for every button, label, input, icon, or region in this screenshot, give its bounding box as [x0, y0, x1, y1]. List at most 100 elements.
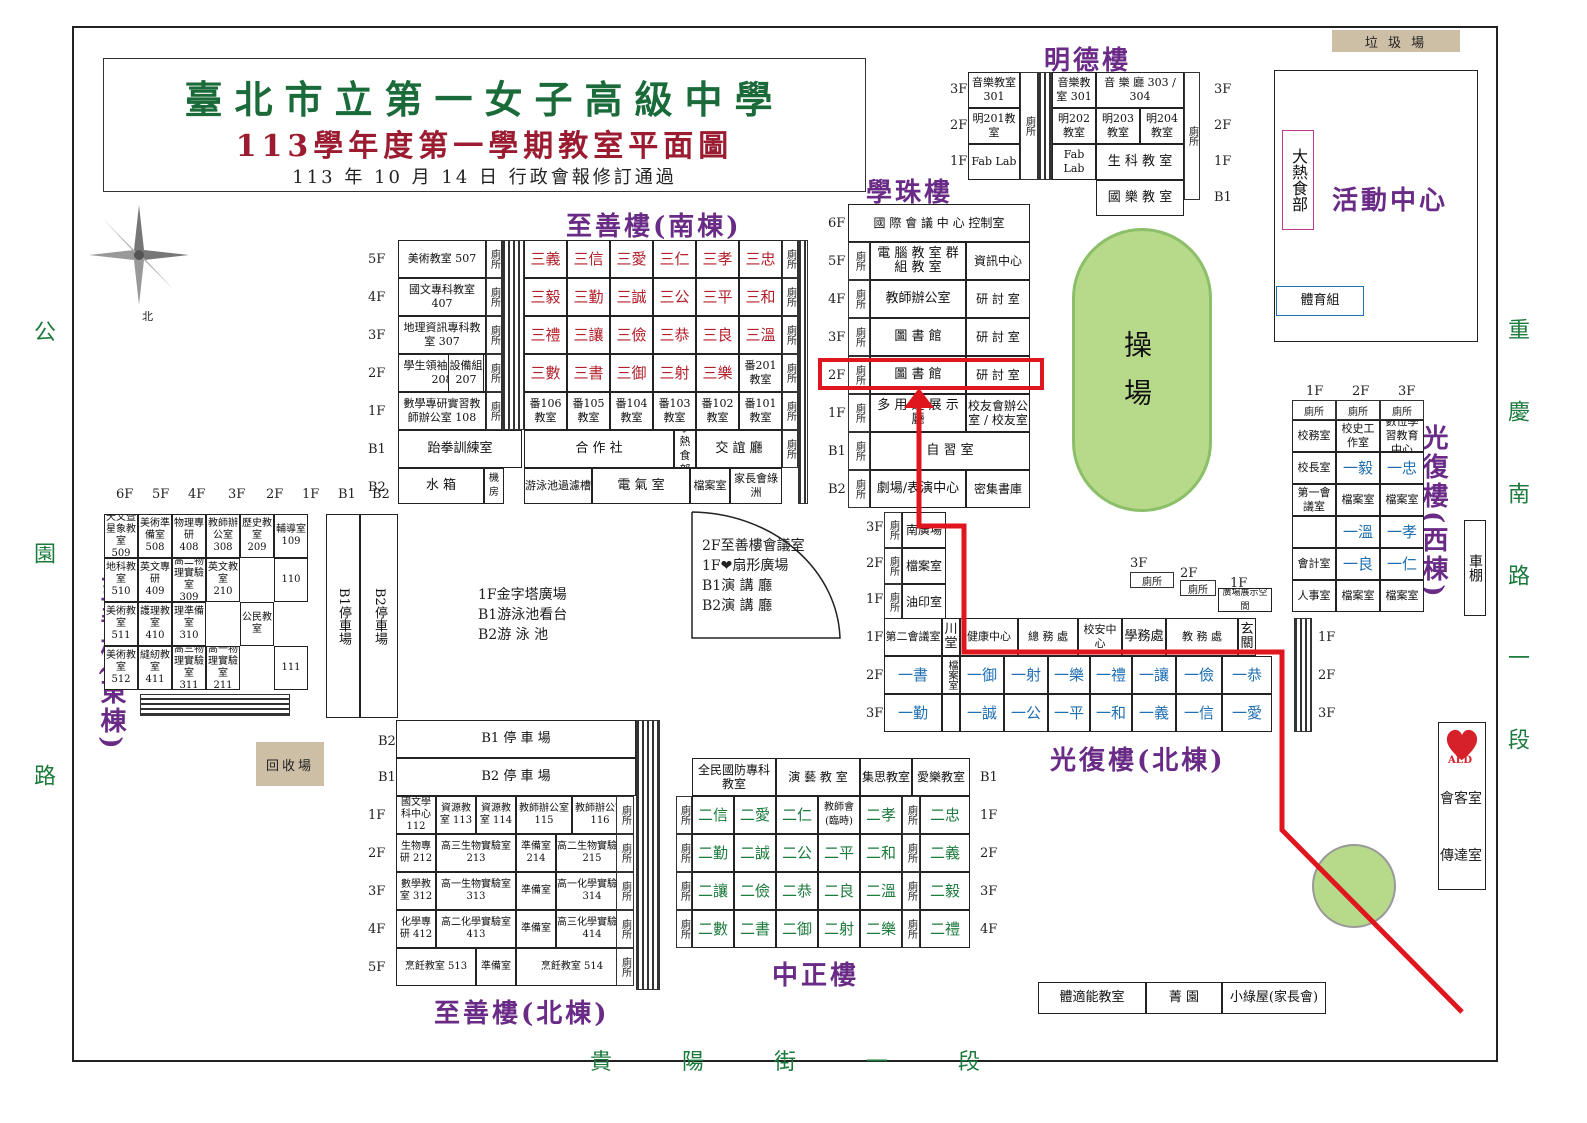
classroom-cell: 一誠: [960, 694, 1004, 732]
room-cell: 機房: [484, 468, 504, 504]
classroom-cell: 二御: [776, 910, 818, 948]
room-cell: 縫紉教室 411: [138, 646, 172, 690]
classroom-cell: 二孝: [860, 796, 902, 834]
room-cell: 小綠屋(家長會): [1222, 982, 1326, 1014]
restroom-icon: 廁所: [1020, 72, 1038, 180]
floor-label: B1: [980, 770, 998, 785]
classroom-cell: 二讓: [692, 872, 734, 910]
floor-label: B1: [378, 770, 396, 785]
note-line: B2演 講 廳: [702, 598, 773, 614]
room-cell: 校友會辦公室 / 校友室: [966, 394, 1030, 432]
classroom-cell: 一忠: [1380, 452, 1424, 484]
floor-label: 3F: [1398, 384, 1416, 399]
restroom-icon: 廁所: [616, 796, 634, 834]
restroom-icon: 廁所: [616, 834, 634, 872]
classroom-cell: 二數: [692, 910, 734, 948]
classroom-cell: 二射: [818, 910, 860, 948]
classroom-cell: 三平: [696, 278, 739, 316]
activity-center-name: 活動中心: [1332, 186, 1449, 216]
room-cell: 明202教室: [1052, 108, 1096, 144]
room-cell: 數學專研實習教師辦公室 108: [398, 392, 486, 430]
stairs: [140, 694, 290, 716]
room-cell: 家長會綠洲: [730, 468, 782, 504]
room-cell: 愛樂教室: [912, 758, 970, 796]
classroom-cell: 三仁: [653, 240, 696, 278]
floor-label: 2F: [1318, 668, 1336, 683]
floor-label: 1F: [368, 808, 386, 823]
room-cell: 國文專科教室 407: [398, 278, 486, 316]
restroom-icon: 廁所: [848, 394, 870, 432]
restroom-icon: 廁所: [782, 354, 798, 392]
room-cell: 菁 園: [1146, 982, 1222, 1014]
floor-label: 1F: [1306, 384, 1324, 399]
restroom-icon: 廁所: [884, 548, 902, 584]
floor-label: 2F: [950, 118, 968, 133]
floor-label: 3F: [866, 706, 884, 721]
room-cell: 地科教室 510: [104, 558, 138, 602]
room-cell: 美術教室 511: [104, 602, 138, 646]
classroom-cell: 一信: [1176, 694, 1222, 732]
room-cell: 明203教室: [1096, 108, 1140, 144]
floor-label: 4F: [368, 290, 386, 305]
classroom-cell: 二誠: [734, 834, 776, 872]
room-cell: 準備室: [516, 872, 556, 910]
room-cell: 研 討 室: [966, 280, 1030, 318]
room-cell: 準備室: [516, 910, 556, 948]
room-cell: 歷史教室 209: [240, 514, 274, 558]
room-cell: 音樂教室 301: [968, 72, 1020, 108]
floor-label: 3F: [368, 884, 386, 899]
restroom-icon: 廁所: [902, 872, 920, 910]
room-cell: 電 氣 室: [592, 468, 690, 504]
room-cell: 高二化學實驗室413: [436, 910, 516, 948]
room-cell: 總 務 處: [1018, 618, 1078, 656]
room-cell: 高一生物實驗室313: [436, 872, 516, 910]
classroom-cell: 二平: [818, 834, 860, 872]
classroom-cell: 一溫: [1336, 516, 1380, 548]
restroom-icon: 廁所: [1184, 72, 1200, 200]
floor-label: 4F: [828, 292, 846, 307]
floor-label: 6F: [116, 487, 134, 502]
floor-label: 2F: [266, 487, 284, 502]
restroom-icon: 廁所: [486, 278, 502, 316]
floor-label: 3F: [1214, 82, 1232, 97]
floor-label: 3F: [228, 487, 246, 502]
compass-north-label: 北: [142, 310, 153, 323]
stairs: [1294, 618, 1312, 732]
room-cell: 國 際 會 議 中 心 控制室: [848, 204, 1030, 242]
classroom-cell: 檔案室: [1336, 484, 1380, 516]
classroom-cell: 番103教室: [653, 392, 696, 430]
room-cell: 演 藝 教 室: [776, 758, 860, 796]
room-cell: 全民國防專科教室: [692, 758, 776, 796]
floor-label: 3F: [1318, 706, 1336, 721]
restroom-icon: 廁所: [616, 910, 634, 948]
classroom-cell: 檔案室: [1380, 580, 1424, 612]
classroom-cell: 三信: [567, 240, 610, 278]
stairs: [798, 240, 808, 504]
classroom-cell: 二仁: [776, 796, 818, 834]
room-cell: 數學教室 312: [396, 872, 436, 910]
floor-label: 2F: [828, 368, 846, 383]
classroom-cell: 二書: [734, 910, 776, 948]
floor-label: 1F: [980, 808, 998, 823]
restroom-icon: 廁所: [902, 910, 920, 948]
classroom-cell: 一仁: [1380, 548, 1424, 580]
floor-label: 2F: [1352, 384, 1370, 399]
room-cell: 美術教室 512: [104, 646, 138, 690]
floor-label: 5F: [368, 960, 386, 975]
classroom-cell: 三愛: [610, 240, 653, 278]
restroom-icon: 廁所: [676, 910, 692, 948]
floor-label: B1: [338, 487, 356, 502]
room-cell: 美術準備室 508: [138, 514, 172, 558]
floor-label: 2F: [866, 556, 884, 571]
restroom-icon: 廁所: [848, 432, 870, 470]
room-cell: 電 腦 教 室 群 組 教 室: [870, 242, 966, 280]
classroom-cell: 三毅: [524, 278, 567, 316]
room-cell: 高三生物實驗室213: [436, 834, 516, 872]
floor-label: 2F: [1214, 118, 1232, 133]
bike-shed: 車棚: [1464, 520, 1486, 616]
classroom-cell: 三和: [739, 278, 782, 316]
classroom-cell: 二恭: [776, 872, 818, 910]
restroom-icon: 廁所: [848, 280, 870, 318]
floor-label: 4F: [368, 922, 386, 937]
